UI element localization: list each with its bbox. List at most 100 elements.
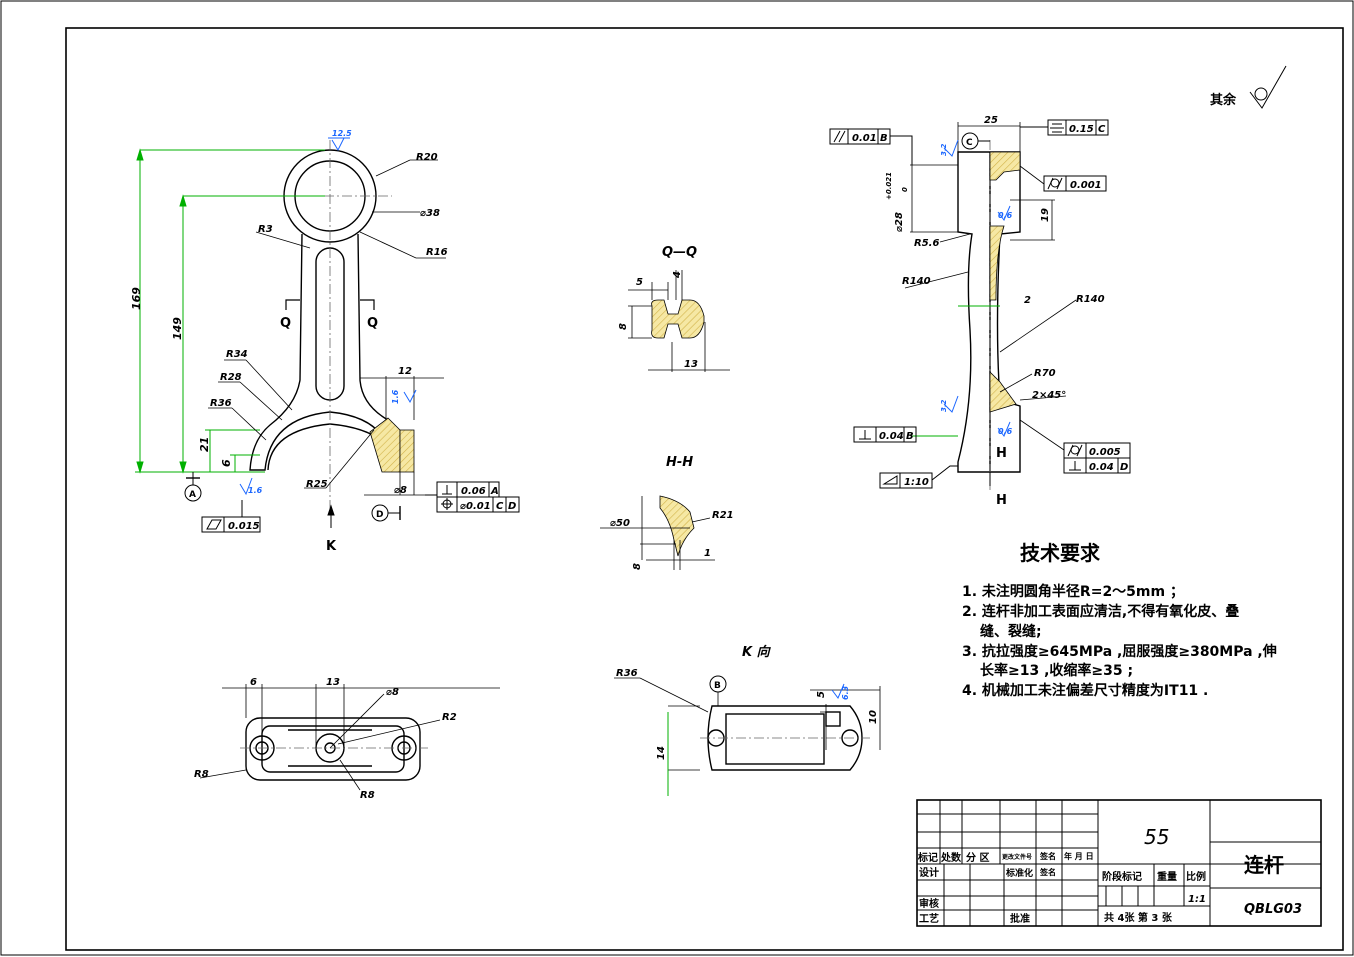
roughness-top: 12.5 (332, 129, 352, 138)
technical-requirements: 技术要求 1. 未注明圆角半径R=2～5mm ； 2. 连杆非加工表面应清洁,不… (962, 541, 1277, 699)
side-radius-r70: R70 (1034, 368, 1056, 379)
side-roughness-top: 3.2 (940, 143, 948, 156)
dim-12: 12 (398, 366, 412, 377)
title-block: 标记 处数 分 区 更改文件号 签名 年 月 日 设计 标准化 签名 阶段标记 … (916, 799, 1322, 927)
tb-scale-value: 1:1 (1188, 894, 1206, 905)
parallel-datum: B (880, 133, 888, 144)
bottom-dim-13: 13 (326, 677, 340, 688)
diameter-38: ⌀38 (420, 208, 440, 219)
k-view: K 向 B R36 5 6.3 10 14 (614, 644, 881, 796)
radius-r20: R20 (416, 152, 438, 163)
perp-b-datum: B (906, 431, 914, 442)
other-surface-finish: 其余 (1210, 65, 1287, 109)
other-surface-label: 其余 (1210, 92, 1237, 108)
k-view-title: K 向 (742, 644, 772, 660)
radius-r16: R16 (426, 247, 448, 258)
k-dim-10: 10 (868, 710, 879, 724)
section-hh: H-H ⌀50 R21 1 8 (600, 455, 734, 570)
radius-r34: R34 (226, 349, 248, 360)
qq-dim-4: 4 (672, 271, 683, 279)
flatness-value: 0.015 (228, 521, 260, 532)
side-dim-19: 19 (1040, 208, 1051, 222)
perp-d-value: 0.04 (1089, 462, 1114, 473)
hh-dia-50: ⌀50 (610, 518, 630, 529)
side-tol-upper: +0.021 (885, 172, 893, 200)
section-h-upper: H (996, 446, 1007, 461)
k-radius-r36: R36 (616, 668, 638, 679)
side-radius-r56: R5.6 (914, 238, 939, 249)
tb-sign-2: 签名 (1039, 867, 1056, 877)
tb-weight: 重量 (1157, 870, 1177, 883)
pos-datum-2: D (508, 501, 516, 512)
tb-sign: 签名 (1039, 851, 1056, 861)
taper-value: 1:10 (904, 477, 929, 488)
parallel-value: 0.01 (852, 133, 877, 144)
side-dim-2: 2 (1024, 295, 1031, 306)
roughness-right: 1.6 (391, 389, 400, 404)
radius-r36: R36 (210, 398, 232, 409)
tb-change-doc: 更改文件号 (1002, 853, 1032, 861)
hh-dim-1: 1 (704, 548, 711, 559)
k-roughness: 6.3 (841, 685, 850, 700)
radius-r28: R28 (220, 372, 242, 383)
radius-r3: R3 (258, 224, 273, 235)
cylindricity2-value: 0.005 (1089, 447, 1121, 458)
bottom-radius-r8-bottom: R8 (360, 790, 375, 801)
side-view: 25 19 2 ⌀28 +0.021 0 R5.6 R140 R140 R70 … (829, 115, 1131, 508)
cylindricity-value: 0.001 (1070, 180, 1102, 191)
tb-standard: 标准化 (1005, 867, 1033, 879)
perp-value: 0.06 (461, 486, 486, 497)
qq-dim-5: 5 (636, 277, 643, 288)
bottom-dim-6: 6 (250, 677, 257, 688)
side-datum-c: C (966, 138, 973, 148)
side-roughness-inner-bottom: 0.6 (998, 427, 1013, 436)
tb-material: 55 (1144, 825, 1169, 849)
qq-dim-13: 13 (684, 359, 698, 370)
view-k-arrow: K (326, 539, 337, 554)
tb-count: 处数 (940, 851, 962, 864)
tb-part-name: 连杆 (1244, 853, 1284, 877)
tb-design: 设计 (919, 866, 939, 879)
tb-process: 工艺 (919, 912, 939, 925)
tb-approve: 批准 (1010, 912, 1030, 925)
tech-line-6: 4. 机械加工未注偏差尺寸精度为IT11 . (962, 682, 1208, 699)
tb-sheets: 共 4张 第 3 张 (1104, 911, 1173, 924)
section-qq-title: Q—Q (662, 245, 697, 260)
section-hh-title: H-H (666, 455, 693, 470)
dim-149: 149 (171, 317, 184, 340)
tb-review: 审核 (919, 897, 939, 910)
section-q-right: Q (367, 316, 378, 331)
side-radius-r140-left: R140 (902, 276, 931, 287)
section-h-lower: H (996, 493, 1007, 508)
perp-b-value: 0.04 (879, 431, 904, 442)
tech-line-2: 2. 连杆非加工表面应清洁,不得有氧化皮、叠 (962, 603, 1239, 620)
tech-heading: 技术要求 (1020, 541, 1101, 565)
section-q-left: Q (280, 316, 291, 331)
bottom-dia-8: ⌀8 (386, 687, 399, 698)
tech-line-4: 3. 抗拉强度≥645MPa ,屈服强度≥380MPa ,伸 (962, 643, 1277, 660)
tb-date: 年 月 日 (1064, 851, 1094, 861)
tech-line-5: 长率≥13 ,收缩率≥35 ; (980, 662, 1133, 679)
radius-r25: R25 (306, 479, 328, 490)
dim-6: 6 (220, 459, 233, 467)
k-dim-14: 14 (656, 746, 667, 760)
datum-a: A (189, 490, 196, 500)
perp-datum: A (490, 486, 499, 497)
qq-dim-8: 8 (618, 323, 629, 330)
side-roughness-left-bottom: 3.2 (940, 399, 948, 412)
k-dim-5: 5 (816, 691, 827, 698)
tb-zone: 分 区 (966, 851, 989, 864)
dim-169: 169 (130, 287, 143, 310)
perp-d-datum: D (1120, 462, 1128, 473)
tech-line-3: 缝、裂缝; (980, 623, 1042, 640)
bottom-radius-r8-left: R8 (194, 769, 209, 780)
dim-21: 21 (198, 437, 211, 452)
dim-dia8: ⌀8 (394, 485, 407, 496)
roughness-left: 1.6 (248, 486, 263, 495)
tb-scale-label: 比例 (1186, 870, 1206, 883)
side-dim-25: 25 (984, 115, 998, 126)
side-dia-28: ⌀28 (894, 212, 905, 232)
side-radius-r140-right: R140 (1076, 294, 1105, 305)
